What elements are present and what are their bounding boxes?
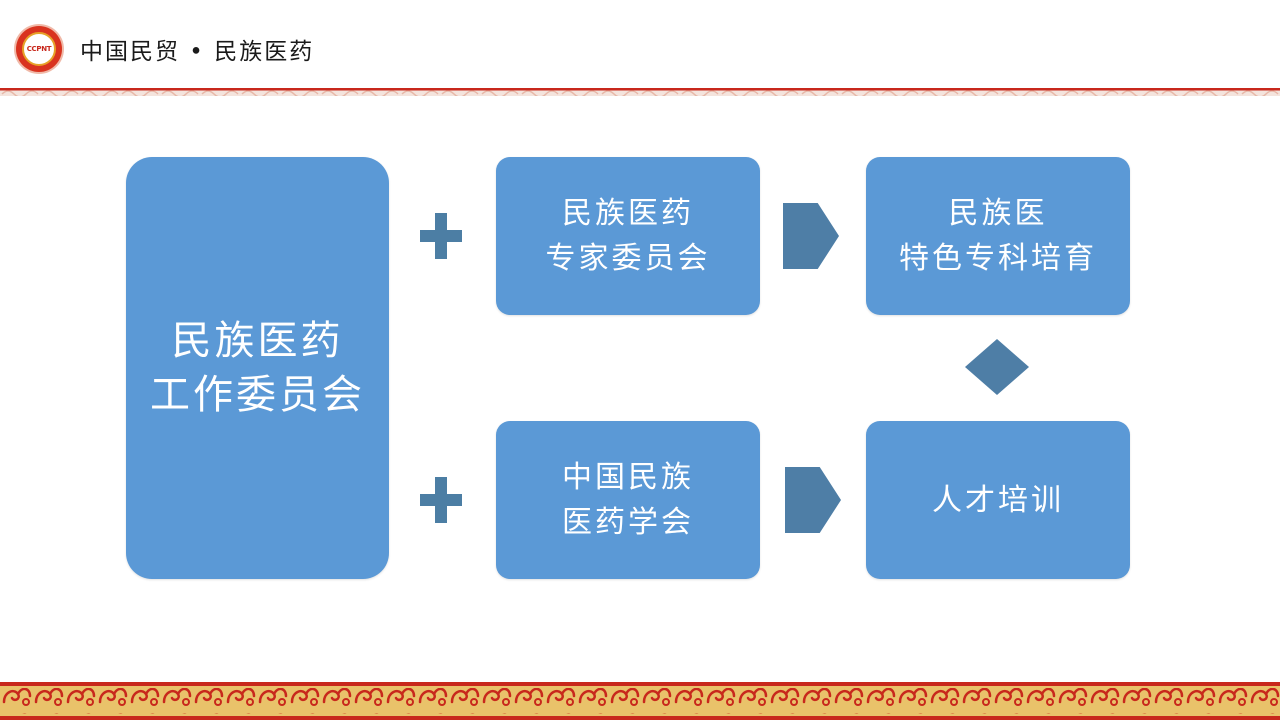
plus-icon-top [420,213,462,259]
top-decorative-border [0,88,1280,96]
expert-box-line-2: 专家委员会 [545,241,711,276]
specialty-box-line-1: 民族医 [948,196,1048,231]
specialty-cultivation-box: 民族医 特色专科培育 [866,157,1130,315]
plus-icon-bottom [420,477,462,523]
talent-training-box: 人才培训 [866,421,1130,579]
society-box-line-1: 中国民族 [562,460,694,495]
brand-title: 中国民贸 • 民族医药 [80,39,315,65]
society-box-line-2: 医药学会 [562,505,694,540]
expert-committee-box: 民族医药 专家委员会 [496,157,760,315]
logo-text: CCPNT [26,45,52,53]
bottom-decorative-border [0,682,1280,720]
logo-seal: CCPNT [22,32,56,66]
ethnic-medicine-society-box: 中国民族 医药学会 [496,421,760,579]
ccpnt-logo: CCPNT [16,26,62,72]
main-box-line-1: 民族医药 [171,318,344,364]
specialty-box-line-2: 特色专科培育 [899,241,1097,276]
ethnic-medicine-work-committee-box: 民族医药 工作委员会 [126,157,389,579]
diamond-connector-icon [965,339,1029,395]
chevron-right-icon-top [783,203,839,269]
chevron-right-icon-bottom [785,467,841,533]
expert-box-line-1: 民族医药 [562,196,694,231]
training-box-line-1: 人才培训 [932,482,1064,518]
main-box-line-2: 工作委员会 [150,372,365,418]
header: CCPNT 中国民贸 • 民族医药 [0,0,1280,96]
